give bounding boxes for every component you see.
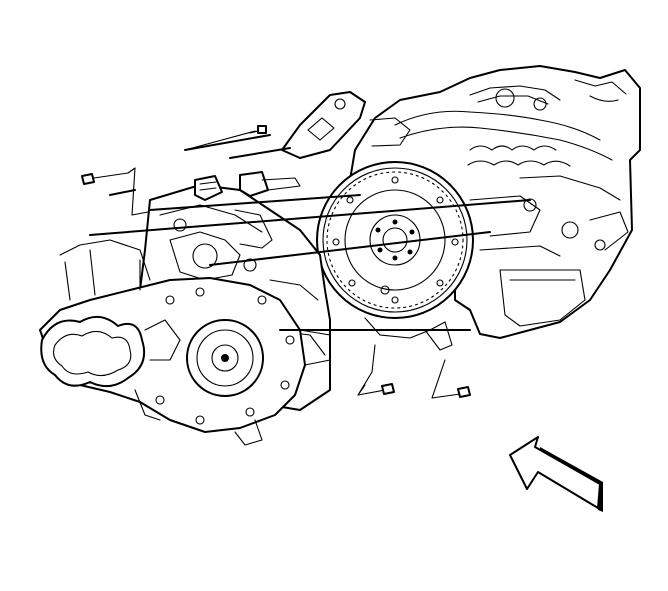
- transfer-case: [39, 239, 331, 446]
- front-direction-arrow-icon: [509, 436, 603, 512]
- bolt-icon: [381, 383, 395, 395]
- bolt-left: [81, 167, 149, 216]
- bolt-lower-2: [431, 359, 471, 399]
- alignment-lines: [89, 134, 531, 331]
- bolt-top: [184, 125, 267, 151]
- bolt-icon: [457, 386, 471, 398]
- bolt-icon: [257, 125, 267, 134]
- bolt-lower-1: [357, 344, 395, 396]
- bolt-icon: [81, 173, 95, 185]
- flywheel: [316, 161, 474, 351]
